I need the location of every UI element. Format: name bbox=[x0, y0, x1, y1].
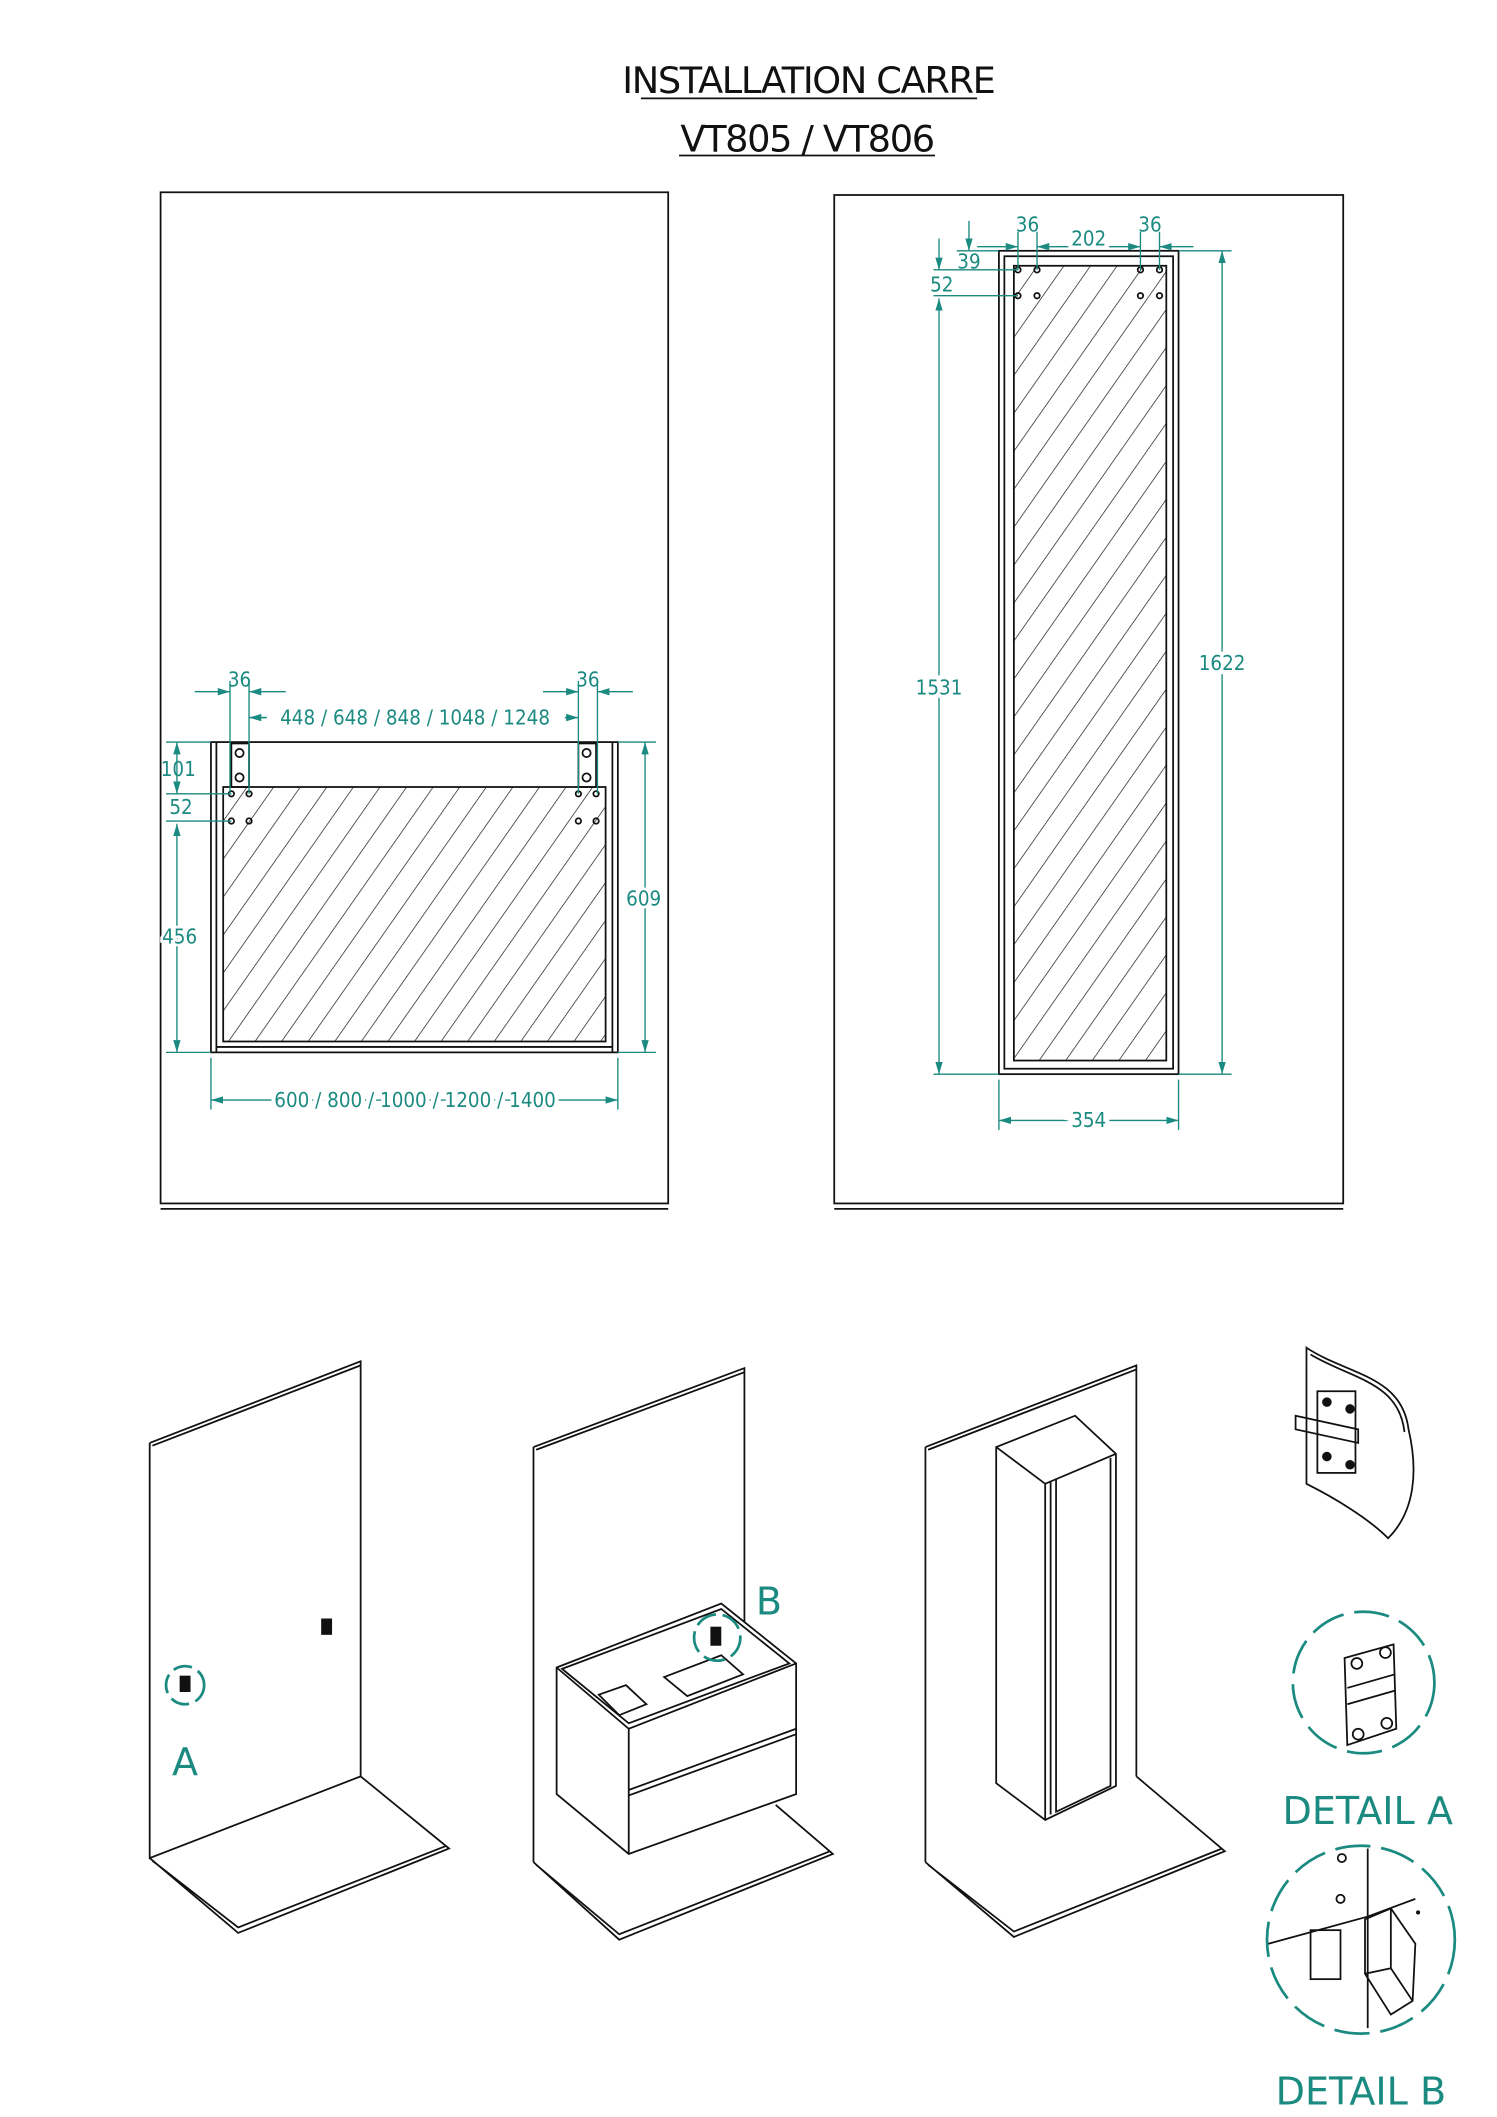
detail-b: DETAIL B bbox=[1265, 1844, 1457, 2113]
dim-bracket-right: 36 bbox=[576, 667, 599, 691]
iso-wall-brackets: A bbox=[148, 1360, 451, 1934]
dim-cabinet-height: 609 bbox=[626, 886, 661, 910]
vanity-elevation: 36 36 448 / 648 / 848 / 1048 / 1248 101 … bbox=[159, 191, 670, 1210]
iso-vanity-mounted: B bbox=[532, 1366, 835, 1941]
dim-bracket-spacing: 202 bbox=[1071, 226, 1106, 250]
marker-a-label: A bbox=[172, 1740, 198, 1784]
dim-cabinet-width: 600 / 800 / 1000 / 1200 / 1400 bbox=[274, 1088, 556, 1112]
iso-column-mounted bbox=[924, 1364, 1227, 1938]
wall-panel bbox=[833, 194, 1345, 1205]
dimensions: 36 202 36 39 52 1531 1622 354 bbox=[912, 213, 1250, 1137]
dim-hole-spacing: 52 bbox=[169, 795, 192, 819]
dim-hole-spacing: 52 bbox=[930, 273, 953, 297]
dim-cabinet-width: 354 bbox=[1071, 1108, 1106, 1132]
dim-bracket-left: 36 bbox=[1016, 213, 1039, 237]
column-elevation: 36 202 36 39 52 1531 1622 354 bbox=[833, 194, 1345, 1210]
bracket-a bbox=[179, 1675, 191, 1693]
dim-top-to-bracket: 101 bbox=[161, 757, 196, 781]
dim-floor-height: 1531 bbox=[916, 675, 963, 699]
detail-b-marker bbox=[692, 1613, 742, 1663]
dim-bracket-left: 36 bbox=[228, 667, 251, 691]
wall-panel bbox=[159, 191, 670, 1205]
dimensions: 36 36 448 / 648 / 848 / 1048 / 1248 101 … bbox=[159, 667, 664, 1116]
dim-cabinet-height: 1622 bbox=[1199, 651, 1246, 675]
dim-floor-height: 456 bbox=[162, 925, 197, 949]
hatched-drawer-front bbox=[222, 786, 607, 1043]
bracket bbox=[321, 1618, 333, 1635]
detail-a: DETAIL A bbox=[1283, 1610, 1453, 1833]
marker-b-label: B bbox=[756, 1579, 782, 1623]
dim-bracket-right: 36 bbox=[1138, 213, 1161, 237]
detail-b-label: DETAIL B bbox=[1276, 2069, 1446, 2113]
column-outline bbox=[998, 249, 1180, 1076]
detail-b-circle bbox=[1265, 1844, 1457, 2035]
vanity-outline bbox=[210, 741, 619, 1054]
detail-a-circle bbox=[1291, 1610, 1436, 1755]
title-line2: VT805 / VT806 bbox=[680, 117, 933, 160]
detail-a-label: DETAIL A bbox=[1283, 1789, 1453, 1833]
title-line1: INSTALLATION CARRE bbox=[622, 59, 994, 102]
dim-top-offset: 39 bbox=[957, 249, 980, 273]
detail-a-marker bbox=[164, 1664, 206, 1706]
dim-bracket-spacing: 448 / 648 / 848 / 1048 / 1248 bbox=[280, 705, 550, 729]
hatched-door bbox=[1012, 264, 1168, 1062]
bracket-closeup bbox=[1294, 1346, 1415, 1540]
